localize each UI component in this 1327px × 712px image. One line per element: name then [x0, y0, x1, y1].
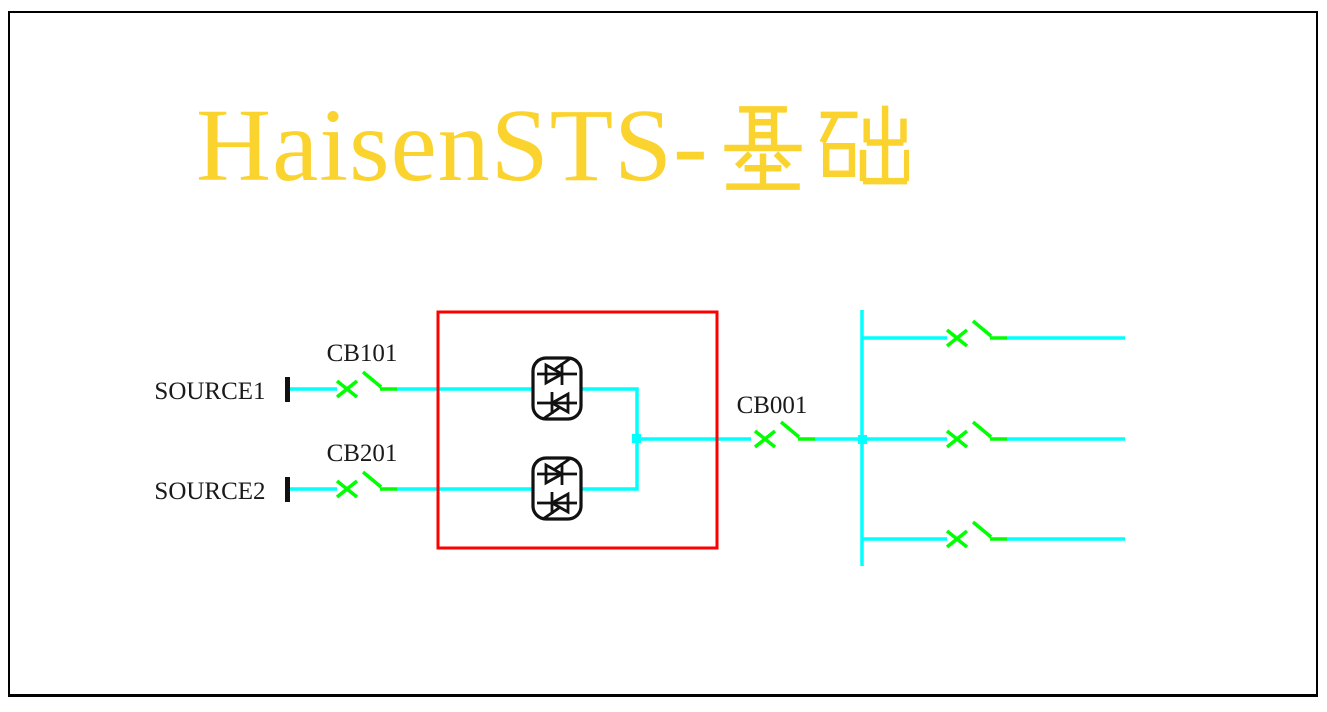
junction-node-bus: [858, 435, 867, 444]
wire-scr-outputs-join: [581, 387, 639, 491]
junction-node-sts-output: [632, 434, 641, 443]
page-title-latin: HaisenSTS-: [196, 88, 709, 203]
source2-terminal: [285, 477, 290, 502]
source1-terminal: [285, 377, 290, 402]
breaker-cb001[interactable]: [753, 420, 817, 449]
scr-module-1[interactable]: [531, 356, 583, 421]
breaker-cb001-label: CB001: [736, 392, 808, 419]
page-title: HaisenSTS-: [196, 94, 909, 198]
breaker-cb101[interactable]: [335, 370, 399, 399]
title-cjk-char-ji: [724, 106, 802, 190]
scr-module-2[interactable]: [531, 456, 583, 521]
breaker-cb201-label: CB201: [326, 440, 398, 467]
source1-label: SOURCE1: [154, 378, 266, 405]
sts-cabinet-outline: [436, 310, 719, 550]
breaker-cb101-label: CB101: [326, 340, 398, 367]
breaker-feeder-3[interactable]: [945, 520, 1009, 549]
breaker-feeder-1[interactable]: [945, 319, 1009, 348]
breaker-cb201[interactable]: [335, 470, 399, 499]
title-cjk-char-chu: [819, 105, 909, 185]
drawing-border: [8, 11, 1318, 697]
source2-label: SOURCE2: [154, 478, 266, 505]
breaker-feeder-2[interactable]: [945, 420, 1009, 449]
